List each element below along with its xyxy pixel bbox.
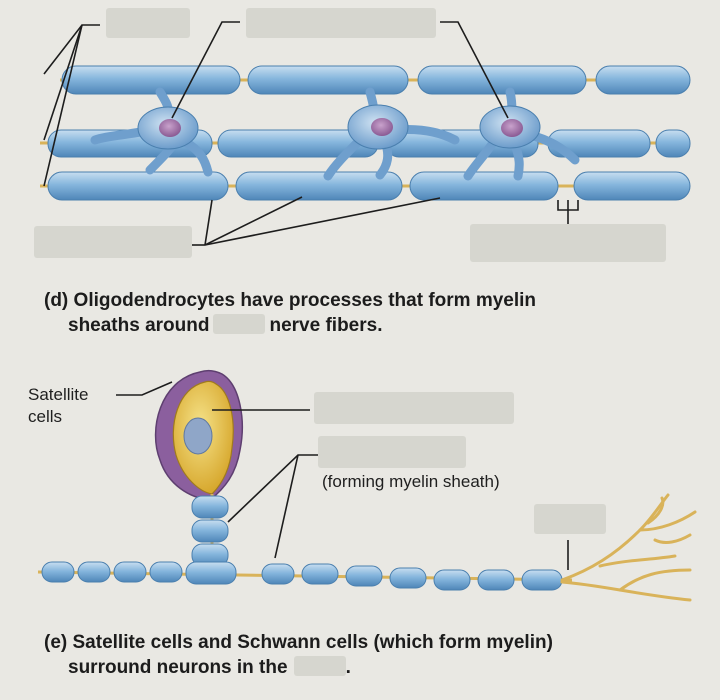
- schwann-cell: [113, 561, 147, 583]
- caption-d-line2-after: nerve fibers.: [269, 315, 383, 336]
- caption-e: (e) Satellite cells and Schwann cells (w…: [44, 630, 714, 680]
- myelin-sheath: [573, 171, 691, 201]
- schwann-cell: [261, 563, 295, 585]
- oligodendrocytes: [90, 87, 580, 181]
- satellite-label-line1: Satellite: [28, 385, 89, 404]
- nucleus: [371, 118, 393, 136]
- panel-d-leader-lines: [43, 21, 579, 246]
- panel-e-neuron: [37, 369, 697, 602]
- blank-label-e-axon: [534, 504, 606, 534]
- schwann-cell: [301, 563, 339, 585]
- schwann-cell: [345, 565, 383, 587]
- nucleus: [501, 119, 523, 137]
- caption-e-line2: surround neurons in the.: [44, 655, 714, 680]
- schwann-cell: [41, 561, 75, 583]
- schwann-cell: [149, 561, 183, 583]
- schwann-cell: [389, 567, 427, 589]
- myelin-sheath: [417, 65, 587, 95]
- axon-terminal-branches: [560, 493, 697, 602]
- myelin-sheath: [47, 171, 229, 201]
- caption-d: (d) Oligodendrocytes have processes that…: [44, 288, 704, 338]
- myelin-sheath: [235, 171, 403, 201]
- myelin-sheath: [409, 171, 559, 201]
- caption-d-line2-before: sheaths around: [68, 315, 210, 336]
- caption-e-blank: [293, 656, 346, 676]
- blank-label-d-nerve-fibers: [34, 226, 192, 258]
- myelin-sheath: [61, 65, 241, 95]
- schwann-cell: [521, 569, 563, 591]
- nucleus: [183, 417, 213, 455]
- schwann-cell: [433, 569, 471, 591]
- blank-label-e-cell-body: [314, 392, 514, 424]
- blank-label-d-myelin: [106, 8, 190, 38]
- schwann-cell-chain: [41, 561, 563, 591]
- nucleus: [159, 119, 181, 137]
- caption-d-blank: [213, 314, 266, 334]
- blank-label-d-node: [470, 224, 666, 262]
- satellite-cells-label: Satellite cells: [28, 384, 88, 428]
- myelin-sheath: [655, 129, 691, 158]
- caption-d-line1: (d) Oligodendrocytes have processes that…: [44, 290, 537, 311]
- blank-label-d-oligodendrocyte: [246, 8, 436, 38]
- myelin-sheath: [247, 65, 409, 95]
- panel-e-leader-lines: [116, 381, 569, 570]
- caption-e-line2-after: .: [345, 657, 351, 678]
- schwann-cell: [191, 495, 229, 519]
- schwann-cell: [77, 561, 111, 583]
- caption-e-line2-before: surround neurons in the: [68, 657, 288, 678]
- schwann-cell: [185, 561, 237, 585]
- schwann-cell: [191, 519, 229, 543]
- oligodendrocyte: [323, 87, 460, 181]
- satellite-label-line2: cells: [28, 407, 63, 426]
- oligodendrocyte: [463, 87, 580, 181]
- caption-e-line1: (e) Satellite cells and Schwann cells (w…: [44, 632, 553, 653]
- schwann-cell: [477, 569, 515, 591]
- myelin-sheath: [595, 65, 691, 95]
- blank-label-e-schwann: [318, 436, 466, 468]
- schwann-note-label: (forming myelin sheath): [322, 472, 500, 491]
- oligodendrocyte: [90, 87, 213, 177]
- caption-d-line2: sheaths around nerve fibers.: [44, 313, 704, 338]
